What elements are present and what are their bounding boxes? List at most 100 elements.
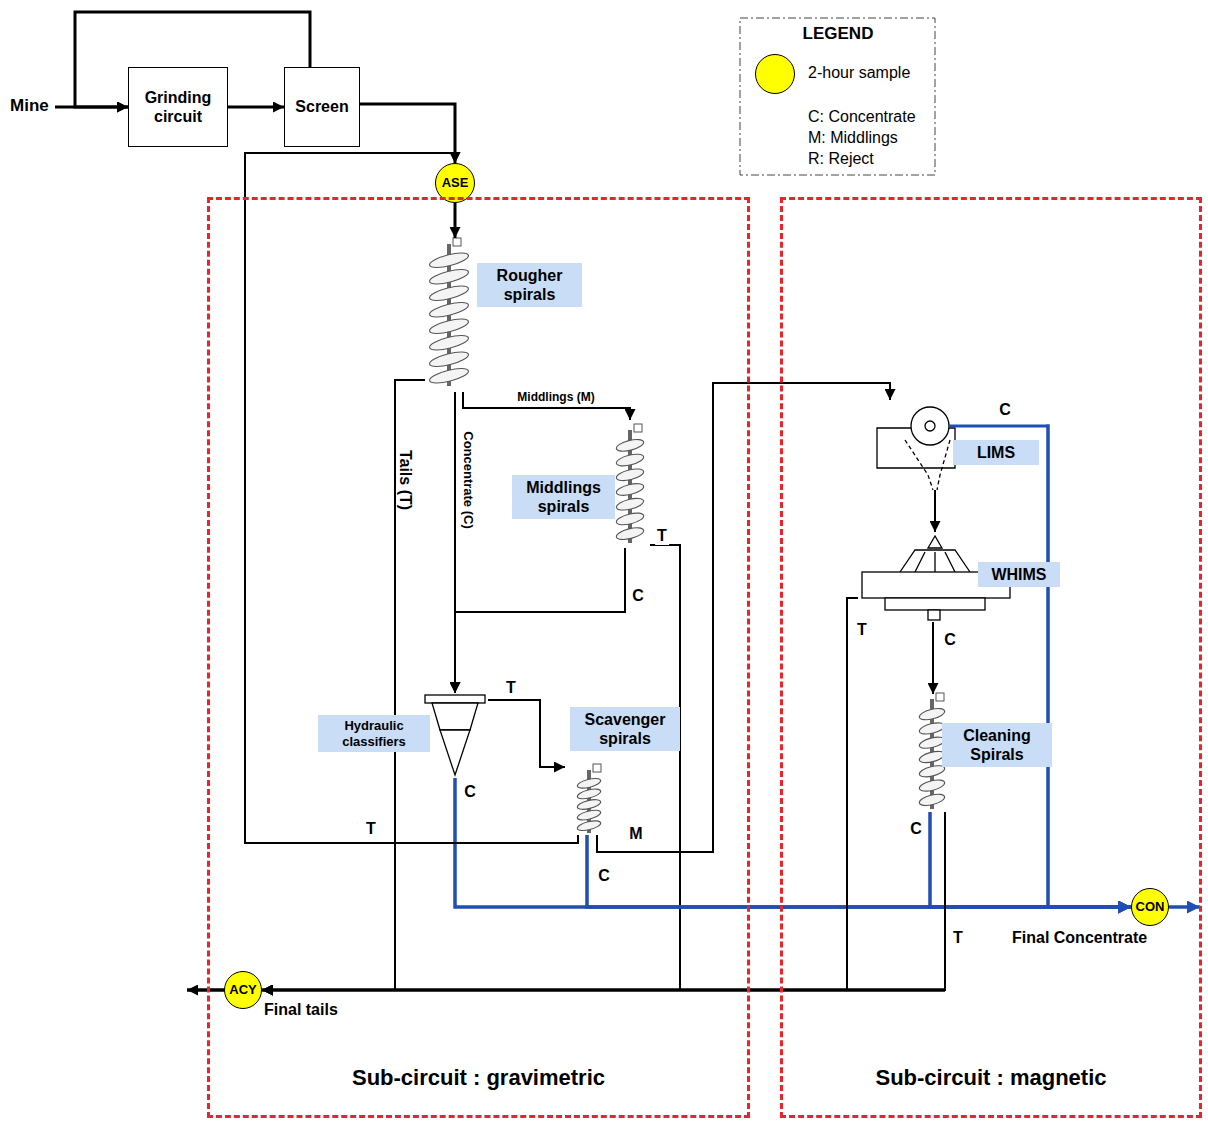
region-title: Sub-circuit : gravimetric xyxy=(210,1065,747,1091)
stream-label: Final tails xyxy=(264,1001,338,1019)
classifier-rim xyxy=(425,695,485,703)
equipment-name: Cleaning Spirals xyxy=(942,723,1052,767)
spiral-turn xyxy=(576,819,601,833)
whims-feed xyxy=(928,536,942,548)
stream-label: Final Concentrate xyxy=(1012,929,1147,947)
spiral-turn xyxy=(615,481,645,497)
stream-label: C xyxy=(942,631,958,649)
flow-line xyxy=(262,812,945,990)
spiral-turn xyxy=(615,452,645,468)
flow-line xyxy=(930,812,1131,907)
lims-axle xyxy=(925,421,935,431)
legend-entry: M: Middlings xyxy=(808,129,898,147)
flow-line xyxy=(360,104,455,163)
equipment-name: Middlings spirals xyxy=(512,475,615,519)
equipment-unit: Hydraulic classifiers xyxy=(316,693,488,778)
source-label: Mine xyxy=(10,96,49,116)
equipment-name: LIMS xyxy=(953,440,1039,465)
spiral-turn xyxy=(918,792,946,808)
final-concentrate-line xyxy=(1169,905,1200,909)
spiral-turn xyxy=(428,283,469,303)
stream-label: Concentrate (C) xyxy=(461,429,476,531)
spiral-turn xyxy=(615,467,645,483)
stream-label: C xyxy=(630,587,646,605)
sample-code: ASE xyxy=(442,175,469,191)
sub-circuit-region: Sub-circuit : magneticLIMSWHIMSCleaning … xyxy=(780,197,1202,1118)
legend-entry: 2-hour sample xyxy=(808,64,910,82)
equipment-name: Rougher spirals xyxy=(477,263,582,307)
legend-swatch xyxy=(755,54,795,94)
spiral-turn xyxy=(428,250,469,270)
classifier-body xyxy=(432,703,478,730)
stream-label: M xyxy=(627,825,644,843)
lims-drum xyxy=(911,407,949,445)
spiral-turn xyxy=(615,511,645,527)
spiral-drawings xyxy=(428,238,946,833)
stream-label: T xyxy=(655,527,669,545)
spiral-concentrator xyxy=(428,238,469,386)
spiral-turn xyxy=(918,778,946,794)
equipment-name: Grinding circuit xyxy=(133,88,223,126)
equipment-name: Hydraulic classifiers xyxy=(318,715,430,752)
spiral-turn xyxy=(576,787,601,801)
stream-label: Middlings (M) xyxy=(515,390,596,404)
whims-outlet xyxy=(928,610,940,620)
whims-base xyxy=(885,598,985,610)
sample-point: CON xyxy=(1131,888,1169,926)
spiral-turn xyxy=(428,267,469,287)
spiral-turn xyxy=(576,798,601,812)
stream-label: T xyxy=(364,820,378,838)
sample-point: ACY xyxy=(224,971,262,1009)
sample-code: CON xyxy=(1136,899,1165,915)
flow-line xyxy=(1046,426,1131,907)
equipment-unit: LIMS xyxy=(873,400,1046,490)
spiral-turn xyxy=(615,496,645,512)
stream-label: C xyxy=(596,867,612,885)
stream-label: C xyxy=(997,401,1013,419)
stream-label: T xyxy=(855,621,869,639)
flow-line xyxy=(454,203,457,238)
equipment-name: Screen xyxy=(295,97,348,116)
spiral-feed-box xyxy=(936,693,944,701)
equipment-unit: Cleaning Spirals xyxy=(915,694,1054,812)
spiral-feed-box xyxy=(593,764,601,772)
legend-entry: C: Concentrate xyxy=(808,108,916,126)
spiral-feed-box xyxy=(453,238,461,246)
stream-label: C xyxy=(908,820,924,838)
flow-line xyxy=(455,548,625,693)
spiral-turn xyxy=(428,300,469,320)
spiral-concentrator xyxy=(576,764,601,833)
spiral-turn xyxy=(918,706,946,722)
spiral-turn xyxy=(428,316,469,336)
spiral-turn xyxy=(428,349,469,369)
flow-line xyxy=(262,545,680,990)
process-box: Screen xyxy=(284,67,360,147)
equipment-unit: WHIMS xyxy=(858,532,1062,622)
stream-label: C xyxy=(462,783,478,801)
lims-separator xyxy=(877,407,1046,490)
stream-label: T xyxy=(951,929,965,947)
stream-label: T xyxy=(504,679,518,697)
classifier-cone xyxy=(440,730,470,775)
flow-line xyxy=(932,622,934,694)
sample-code: ACY xyxy=(229,982,256,998)
spiral-feed-box xyxy=(634,424,642,432)
lims-funnel xyxy=(905,440,950,490)
spiral-concentrator xyxy=(615,424,645,543)
flow-line xyxy=(228,106,284,109)
equipment-unit: Middlings spirals xyxy=(510,420,650,548)
spiral-turn xyxy=(576,808,601,822)
whims-fingers xyxy=(900,550,970,572)
hydraulic-classifier xyxy=(425,695,485,775)
equipment-unit: Scavenger spirals xyxy=(565,707,682,835)
equipment-name: WHIMS xyxy=(978,562,1060,587)
legend-frame xyxy=(740,18,935,175)
lims-concentrate-stub xyxy=(949,425,1046,428)
flow-line xyxy=(262,380,425,990)
equipment-name: Scavenger spirals xyxy=(570,707,680,751)
spiral-turn xyxy=(428,333,469,353)
stream-label: Tails (T) xyxy=(396,448,414,512)
spiral-turn xyxy=(615,437,645,453)
